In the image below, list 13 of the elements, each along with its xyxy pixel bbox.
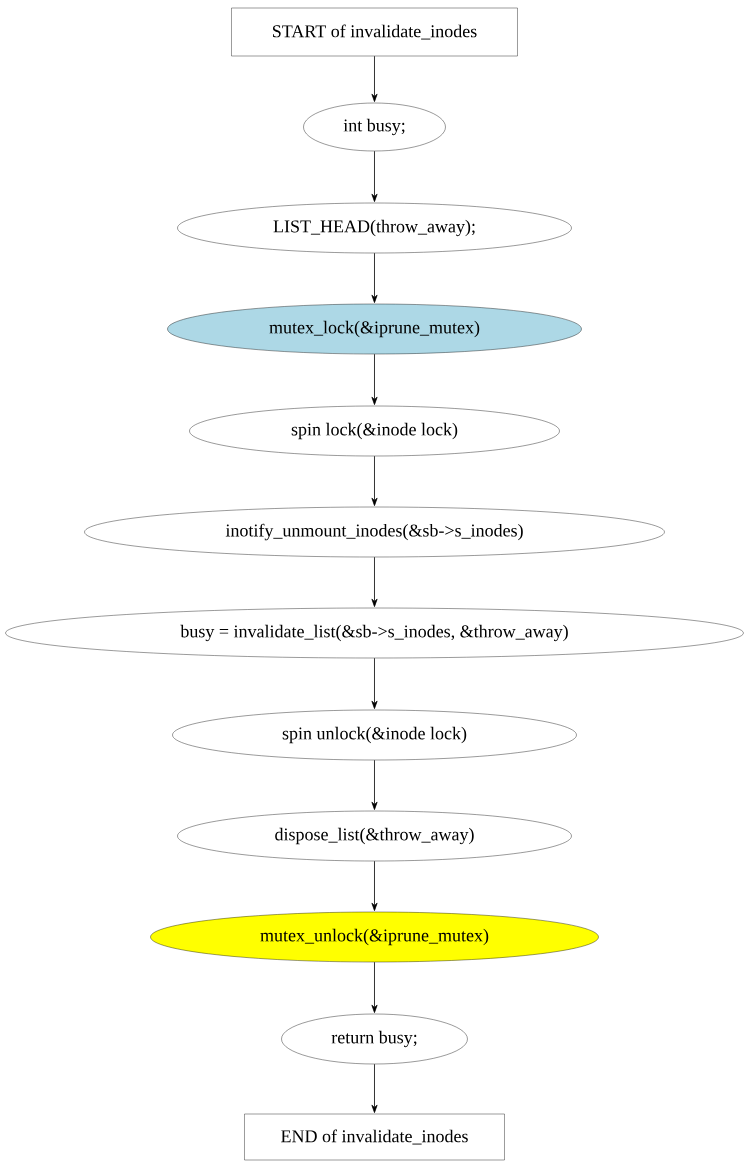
arrow: [371, 961, 378, 1013]
terminal-box: START of invalidate_inodes: [231, 7, 518, 57]
arrow: [371, 860, 378, 911]
arrow: [371, 55, 378, 102]
arrow: [371, 759, 378, 810]
arrow: [371, 252, 378, 303]
arrow: [371, 455, 378, 506]
arrow: [371, 1063, 378, 1113]
arrow: [371, 353, 378, 405]
terminal-box: END of invalidate_inodes: [244, 1113, 505, 1161]
arrow: [371, 556, 378, 607]
arrow: [371, 150, 378, 202]
arrow: [371, 657, 378, 709]
